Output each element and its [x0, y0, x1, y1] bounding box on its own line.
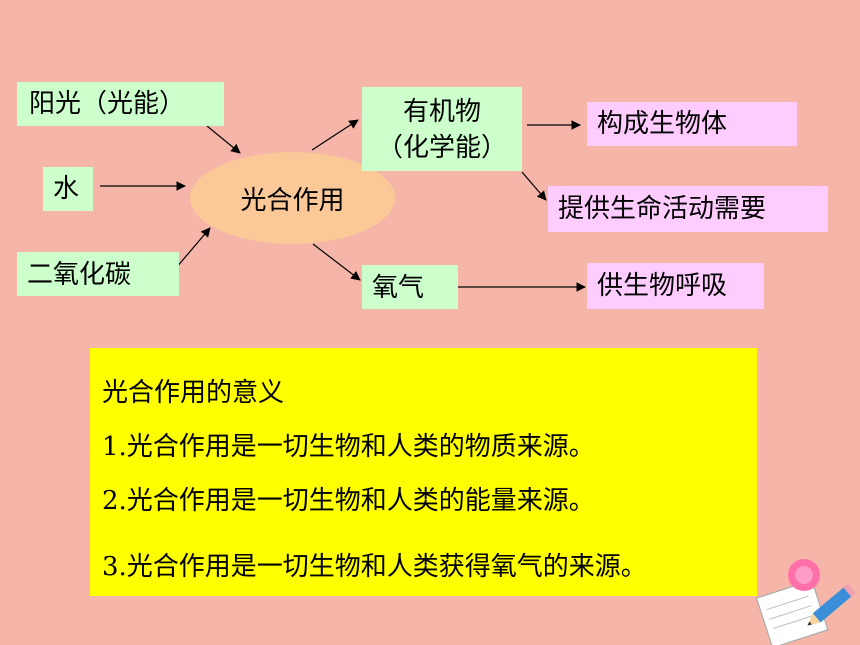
output-oxygen: 氧气 — [362, 265, 458, 309]
dest-respiration: 供生物呼吸 — [587, 263, 764, 309]
input-sunlight: 阳光（光能） — [17, 82, 224, 126]
organic-energy-label: （化学能） — [376, 133, 507, 163]
meaning-panel: 光合作用的意义 1.光合作用是一切生物和人类的物质来源。 2.光合作用是一切生物… — [90, 348, 757, 596]
arrow-center-to-organic — [311, 119, 359, 151]
output-organic-matter: 有机物 （化学能） — [362, 87, 522, 171]
dest-life-activity: 提供生命活动需要 — [548, 186, 828, 232]
input-water: 水 — [43, 167, 93, 211]
meaning-item: 3.光合作用是一切生物和人类获得氧气的来源。 — [102, 552, 647, 582]
meaning-item: 1.光合作用是一切生物和人类的物质来源。 — [102, 432, 595, 462]
photosynthesis-node: 光合作用 — [190, 152, 395, 244]
arrow-center-to-oxygen — [312, 243, 361, 281]
dest-build-body: 构成生物体 — [587, 102, 797, 146]
photosynthesis-label: 光合作用 — [240, 185, 345, 216]
input-carbon-dioxide: 二氧化碳 — [17, 252, 179, 296]
arrow-sun-to-center — [206, 125, 241, 154]
meaning-title: 光合作用的意义 — [102, 378, 285, 408]
meaning-item: 2.光合作用是一切生物和人类的能量来源。 — [102, 486, 595, 516]
arrow-co2-to-center — [175, 227, 211, 269]
arrow-organic-to-life — [521, 171, 547, 201]
organic-label: 有机物 — [402, 97, 481, 127]
pencil-and-notepad-icon — [755, 559, 856, 645]
